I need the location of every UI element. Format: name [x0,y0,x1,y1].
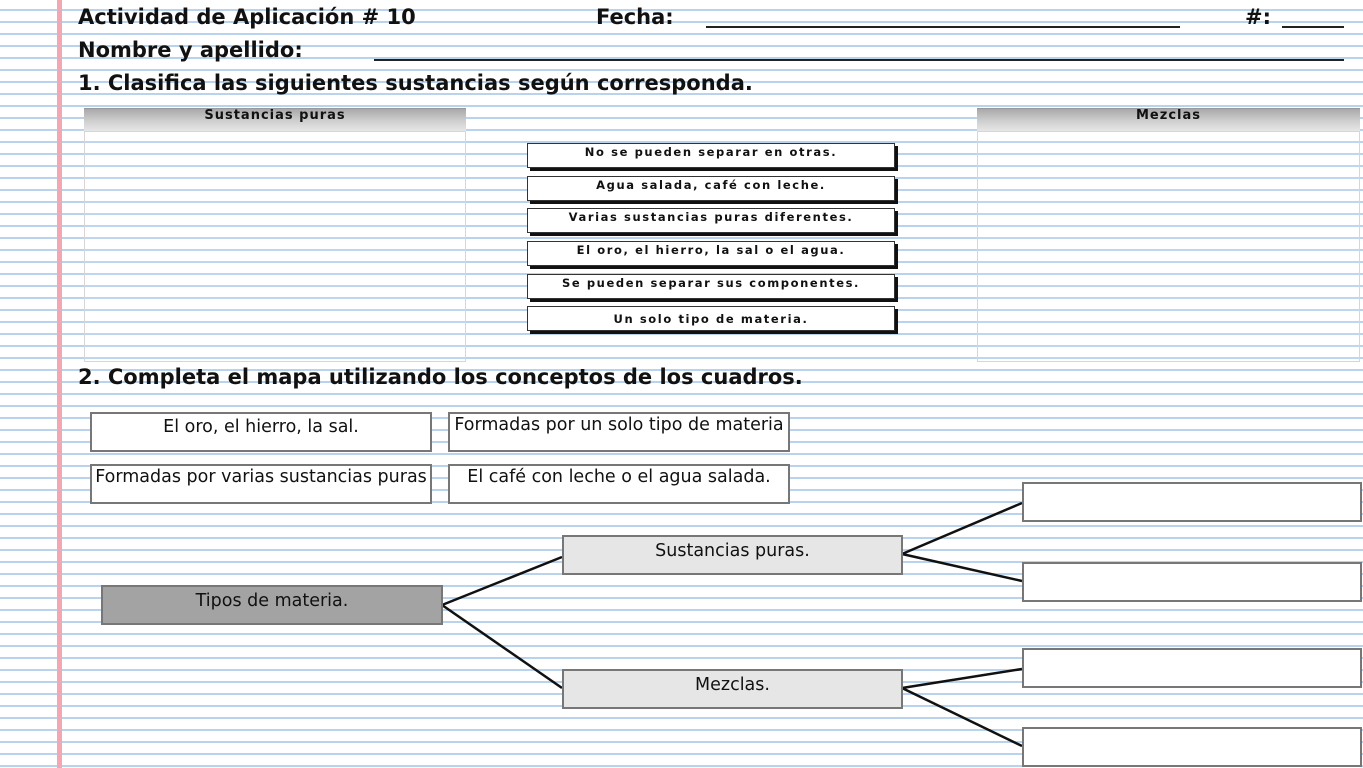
name-blank[interactable] [374,59,1344,61]
column-header-pure: Sustancias puras [84,108,466,131]
map-root-node: Tipos de materia. [101,585,443,625]
concept-card[interactable]: Formadas por un solo tipo de materia [448,412,790,452]
clue-card[interactable]: Agua salada, café con leche. [527,176,895,201]
connector-line [441,603,563,690]
date-label: Fecha: [596,5,674,29]
instruction-1: 1. Clasifica las siguientes sustancias s… [78,71,753,95]
connector-line [901,501,1023,556]
map-node-pure-substances: Sustancias puras. [562,535,903,575]
concept-card[interactable]: El oro, el hierro, la sal. [90,412,432,452]
instruction-2: 2. Completa el mapa utilizando los conce… [78,365,803,389]
map-blank-box[interactable] [1022,482,1362,522]
number-blank[interactable] [1282,26,1344,28]
drop-area-pure[interactable] [84,131,466,362]
connector-line [901,667,1023,690]
concept-card[interactable]: El café con leche o el agua salada. [448,464,790,504]
notebook-margin-line [57,0,62,768]
column-header-mixtures: Mezclas [977,108,1360,131]
activity-title: Actividad de Aplicación # 10 [78,5,416,29]
connector-line [901,552,1023,583]
date-blank[interactable] [706,26,1180,28]
clue-card[interactable]: Varias sustancias puras diferentes. [527,208,895,233]
map-node-mixtures: Mezclas. [562,669,903,709]
number-label: #: [1245,5,1271,29]
connector-line [901,686,1023,748]
map-blank-box[interactable] [1022,727,1362,767]
connector-line [441,555,563,607]
map-blank-box[interactable] [1022,562,1362,602]
drop-area-mixtures[interactable] [977,131,1360,362]
clue-card[interactable]: El oro, el hierro, la sal o el agua. [527,241,895,266]
clue-card[interactable]: No se pueden separar en otras. [527,143,895,168]
map-blank-box[interactable] [1022,648,1362,688]
name-label: Nombre y apellido: [78,38,303,62]
clue-card[interactable]: Se pueden separar sus componentes. [527,274,895,299]
clue-card[interactable]: Un solo tipo de materia. [527,306,895,331]
concept-card[interactable]: Formadas por varias sustancias puras [90,464,432,504]
